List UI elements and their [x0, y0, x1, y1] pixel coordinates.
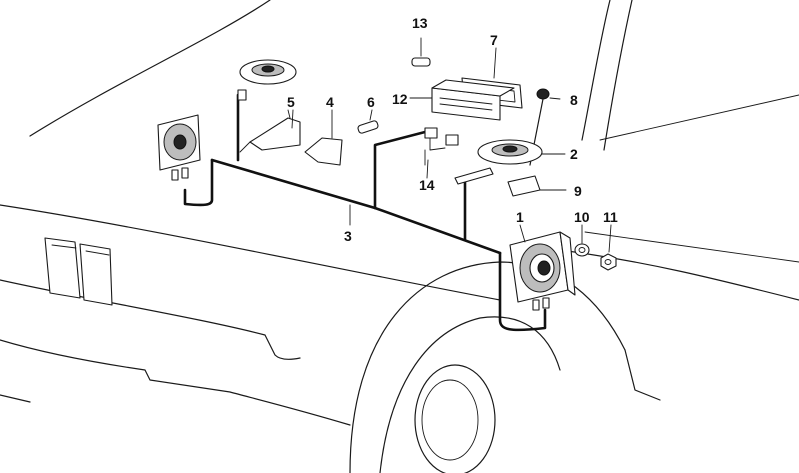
callout-7: 7 — [490, 32, 498, 48]
callout-14: 14 — [419, 177, 435, 193]
callout-3: 3 — [344, 228, 352, 244]
callout-8: 8 — [570, 92, 578, 108]
callout-6: 6 — [367, 94, 375, 110]
part-9-bracket — [507, 175, 567, 197]
part-6-pin — [357, 120, 379, 134]
part-4-bracket — [304, 109, 343, 166]
leader-lines — [291, 47, 612, 253]
part-10-washer — [574, 243, 590, 257]
callout-13: 13 — [412, 15, 428, 31]
callout-2: 2 — [570, 146, 578, 162]
part-12-radio-housing — [409, 79, 515, 121]
part-2-speaker-oval — [477, 139, 566, 165]
callout-10: 10 — [574, 209, 590, 225]
part-13-bulb — [411, 37, 431, 67]
part-1-door-speaker — [509, 231, 576, 311]
callout-5: 5 — [287, 94, 295, 110]
part-11-nut — [600, 253, 617, 271]
callout-11: 11 — [603, 209, 618, 225]
callout-12: 12 — [392, 91, 408, 107]
part-14-connector — [424, 127, 459, 166]
callout-labels: 1 2 3 4 5 6 7 8 9 10 11 12 13 14 — [287, 15, 618, 244]
callout-1: 1 — [516, 209, 524, 225]
callout-4: 4 — [326, 94, 334, 110]
harness-branch-plug — [454, 167, 494, 185]
callout-9: 9 — [574, 183, 582, 199]
wiring-harness — [183, 93, 547, 332]
part-5-bracket — [239, 109, 301, 153]
rear-speaker — [237, 59, 297, 101]
left-door-speaker — [157, 114, 201, 181]
